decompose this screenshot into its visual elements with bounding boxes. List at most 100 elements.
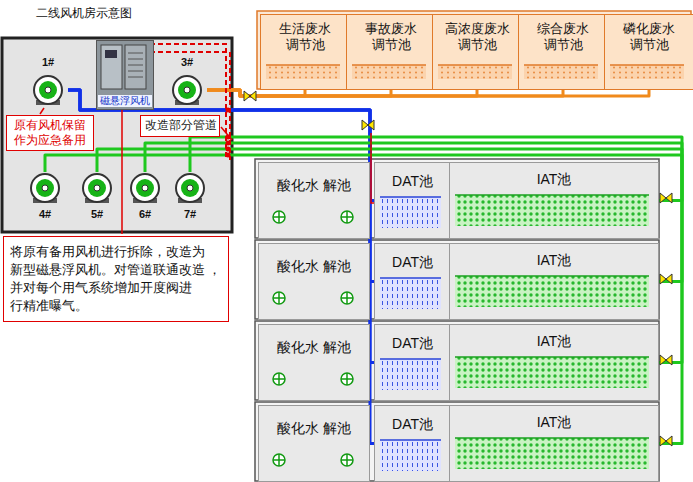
valve-symbol bbox=[660, 193, 672, 203]
blower-room bbox=[2, 38, 232, 232]
tank-label: 高浓度废水 调节池 bbox=[433, 21, 521, 54]
mixer bbox=[273, 211, 285, 223]
aerator-dots bbox=[380, 197, 441, 228]
aeration-header bbox=[438, 64, 512, 66]
callout-label: 改造部分管道 bbox=[145, 118, 215, 133]
pool-dat: DAT池 bbox=[374, 324, 451, 401]
row-label: 酸化水 解池 bbox=[259, 420, 369, 438]
blower-casing bbox=[31, 174, 59, 202]
tank-box: 磷化废水 调节池 bbox=[604, 14, 693, 90]
aeration-header bbox=[380, 358, 441, 360]
tank-label: 生活废水 调节池 bbox=[261, 21, 349, 54]
mixer bbox=[341, 211, 353, 223]
vent-slot bbox=[128, 65, 143, 66]
cabinet-panel bbox=[101, 45, 122, 89]
blower-impeller bbox=[36, 179, 54, 197]
row-label: 酸化水 解池 bbox=[259, 258, 369, 276]
mixer-cross bbox=[273, 292, 285, 304]
aerator-dots bbox=[455, 438, 649, 469]
blower-hub bbox=[94, 185, 100, 191]
blower-hub bbox=[42, 185, 48, 191]
tank-label: 磷化废水 调节池 bbox=[605, 21, 693, 54]
mixer bbox=[341, 292, 353, 304]
valve-symbol bbox=[362, 120, 374, 130]
aerator-dots bbox=[455, 357, 649, 388]
mixer bbox=[341, 373, 353, 385]
red-dashed-pipe bbox=[150, 44, 226, 160]
aerator-dots bbox=[455, 195, 649, 226]
diagram-title: 二线风机房示意图 bbox=[36, 5, 132, 22]
blower-casing bbox=[176, 174, 204, 202]
blower-label: 1# bbox=[28, 56, 68, 70]
pool-dat: DAT池 bbox=[374, 162, 451, 239]
blower-label: 3# bbox=[167, 56, 207, 70]
maglev-label: 磁悬浮风机 bbox=[98, 95, 152, 107]
leader-line bbox=[121, 110, 123, 234]
aerator-dots bbox=[455, 276, 649, 307]
aeration-header bbox=[380, 439, 441, 441]
aeration-header bbox=[455, 194, 649, 196]
callout-box: 改造部分管道 bbox=[140, 115, 220, 137]
blower-box: 3# bbox=[167, 56, 207, 106]
pipe-junction-dot bbox=[226, 153, 231, 158]
blower-label: 4# bbox=[25, 208, 65, 222]
leader-line bbox=[40, 108, 44, 114]
tank-label: 事故废水 调节池 bbox=[347, 21, 435, 54]
aerator-dots bbox=[380, 278, 441, 309]
blower-casing bbox=[173, 76, 201, 104]
valve-symbol bbox=[660, 274, 672, 284]
air-pipe bbox=[207, 90, 649, 96]
blower-box: 4# bbox=[25, 172, 65, 222]
blower-impeller bbox=[88, 179, 106, 197]
mixer-symbols bbox=[259, 325, 367, 398]
mixer-cross bbox=[273, 454, 285, 466]
pool-frame bbox=[255, 159, 659, 238]
pipe-junction-dot bbox=[226, 141, 231, 146]
mixer-cross bbox=[341, 292, 353, 304]
pool-acid: 酸化水 解池 bbox=[258, 243, 370, 320]
aerator-dots bbox=[380, 440, 441, 471]
vent-slot bbox=[128, 59, 143, 60]
mixer-cross bbox=[273, 373, 285, 385]
aerator-dots bbox=[380, 359, 441, 390]
row-label: IAT池 bbox=[450, 252, 658, 270]
blower-impeller bbox=[181, 179, 199, 197]
row-label: 酸化水 解池 bbox=[259, 177, 369, 195]
blower-hub bbox=[187, 185, 193, 191]
tank-box: 事故废水 调节池 bbox=[346, 14, 436, 90]
callout-box: 原有风机保留 作为应急备用 bbox=[6, 115, 94, 151]
control-screen bbox=[105, 50, 117, 58]
row-label: DAT池 bbox=[375, 416, 450, 434]
vent-slot bbox=[128, 53, 143, 54]
pool-frame bbox=[255, 240, 659, 319]
tank-box: 高浓度废水 调节池 bbox=[432, 14, 522, 90]
vent-slot bbox=[128, 71, 143, 72]
mixer-cross bbox=[341, 211, 353, 223]
blower-box: 7# bbox=[170, 172, 210, 222]
pool-acid: 酸化水 解池 bbox=[258, 405, 370, 482]
blower-box: 5# bbox=[77, 172, 117, 222]
pool-dat: DAT池 bbox=[374, 243, 451, 320]
mixer-cross bbox=[341, 373, 353, 385]
tank-box: 生活废水 调节池 bbox=[260, 14, 350, 90]
mixer bbox=[273, 454, 285, 466]
blower-casing bbox=[34, 76, 62, 104]
pool-iat: IAT池 bbox=[449, 405, 659, 482]
pool-acid: 酸化水 解池 bbox=[258, 162, 370, 239]
aeration-header bbox=[610, 64, 684, 66]
aerator-dots bbox=[438, 65, 512, 79]
aeration-header bbox=[380, 277, 441, 279]
blower-hub bbox=[45, 87, 51, 93]
valve-symbol bbox=[244, 91, 672, 446]
maglev-box: 磁悬浮风机 bbox=[96, 40, 154, 110]
aeration-header bbox=[524, 64, 598, 66]
row-label: DAT池 bbox=[375, 254, 450, 272]
blower-casing bbox=[83, 174, 111, 202]
pool-iat: IAT池 bbox=[449, 324, 659, 401]
mixer-symbols bbox=[259, 163, 367, 236]
blower-box: 1# bbox=[28, 56, 68, 106]
blower-impeller bbox=[178, 81, 196, 99]
aeration-header bbox=[380, 196, 441, 198]
valve-symbol bbox=[660, 355, 672, 365]
aerator-dots bbox=[266, 65, 340, 79]
